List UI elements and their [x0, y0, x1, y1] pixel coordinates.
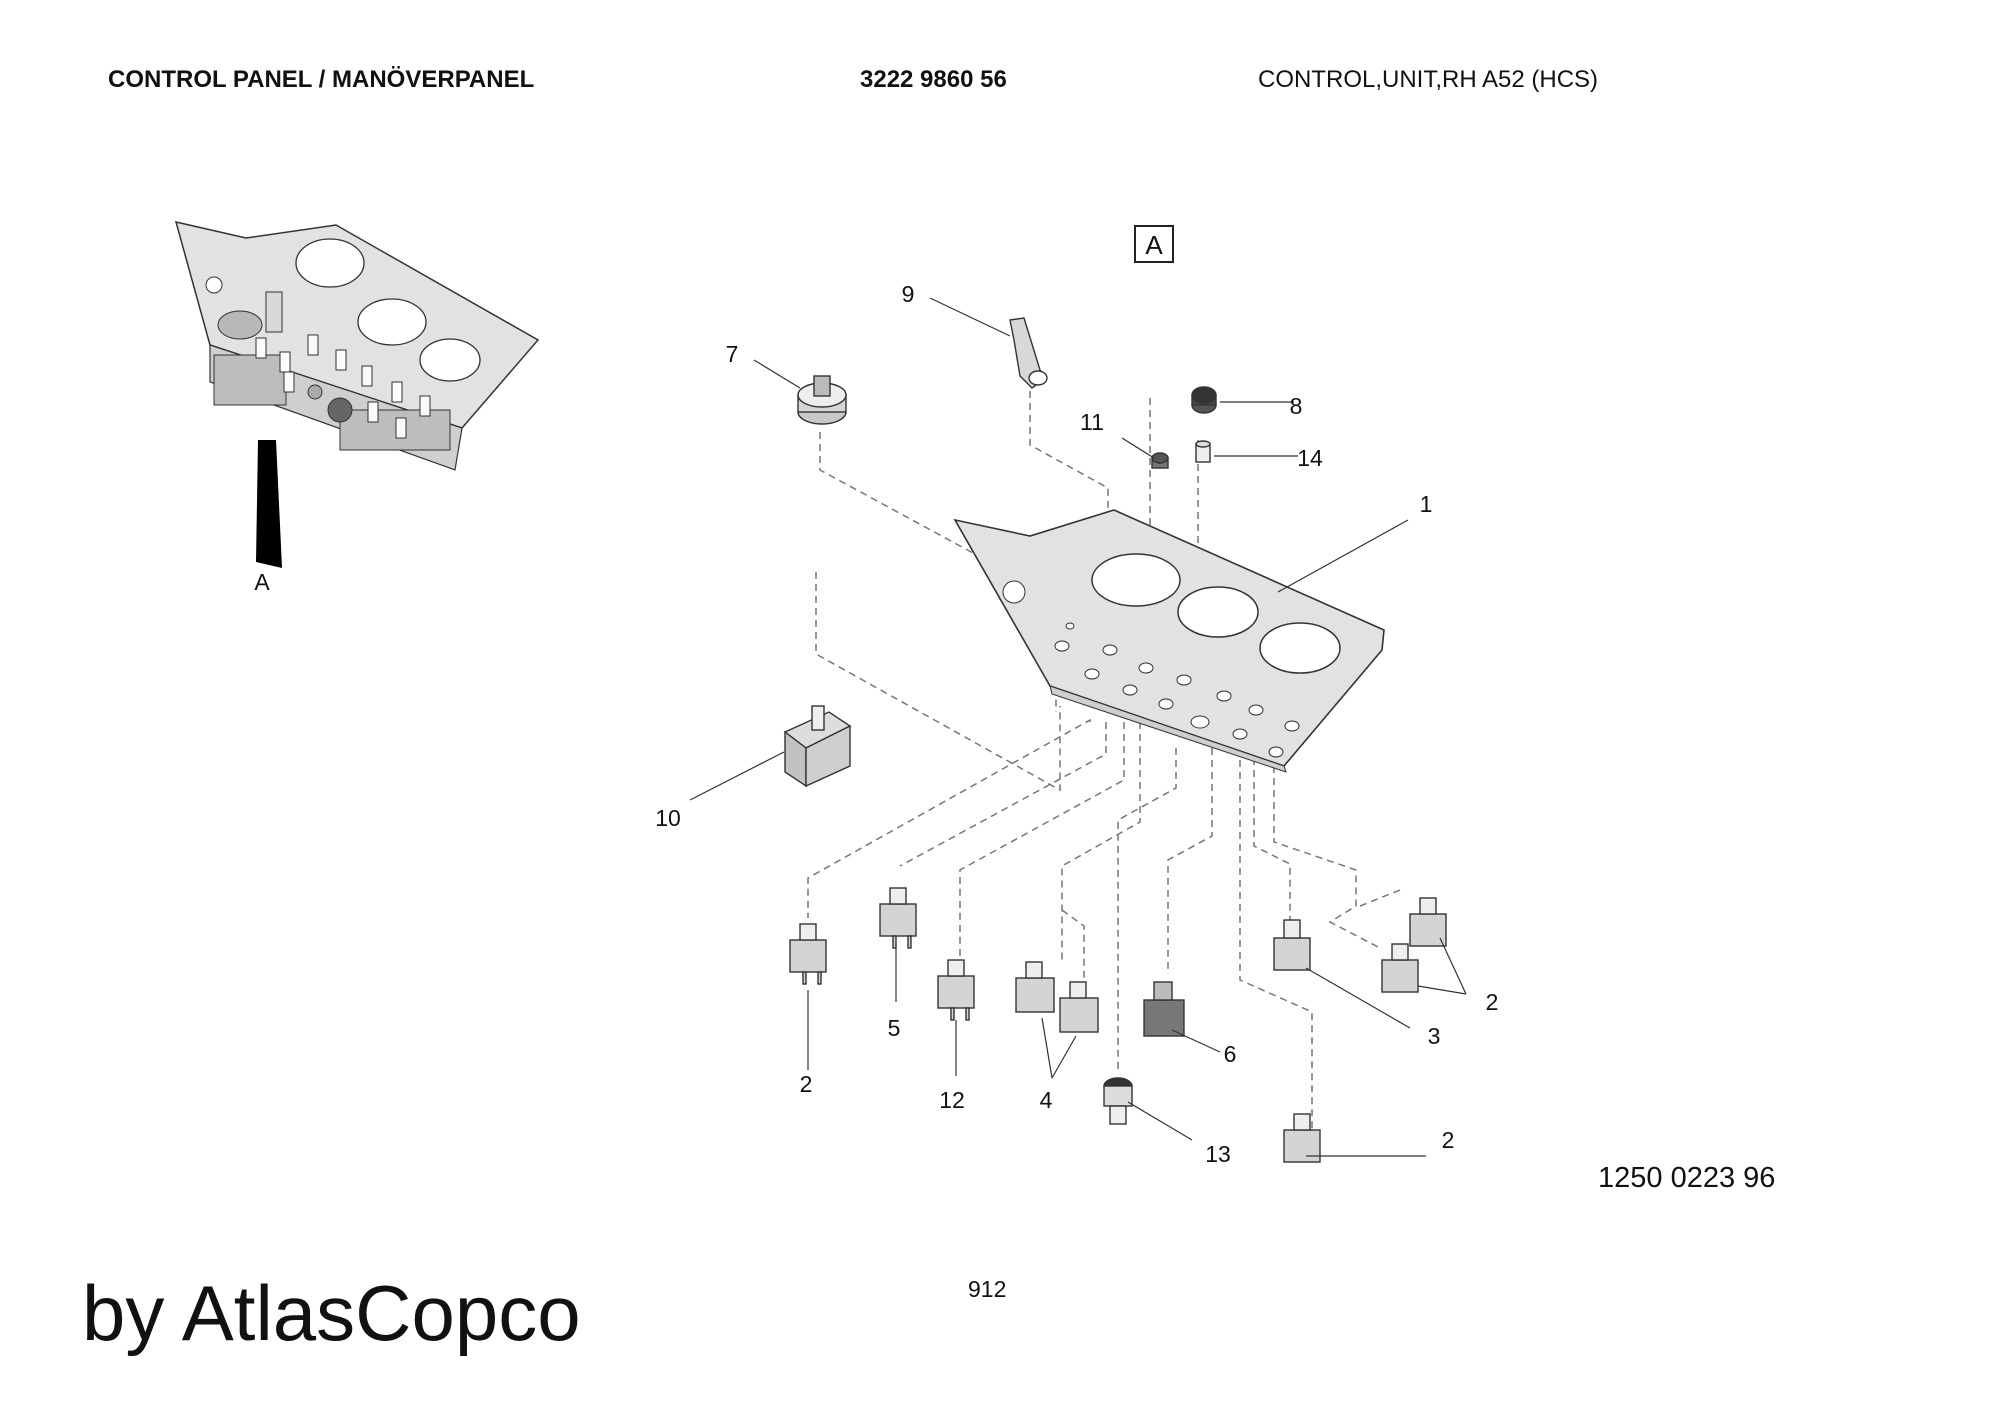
- indicator-lamp: [1103, 1077, 1133, 1125]
- assembly-lines: [807, 355, 1401, 1130]
- callout-6: 6: [1224, 1041, 1237, 1067]
- detail-marker-label: A: [1145, 230, 1163, 260]
- spacer-sleeve: [1195, 440, 1211, 463]
- callout-7: 7: [726, 341, 739, 367]
- callout-10: 10: [655, 805, 681, 831]
- part-number: 3222 9860 56: [860, 66, 1007, 93]
- overview-view-label: A: [254, 569, 270, 595]
- brand-watermark: by AtlasCopco: [82, 1269, 581, 1357]
- page-title: CONTROL PANEL / MANÖVERPANEL: [108, 66, 535, 93]
- callout-2-bottom: 2: [1442, 1127, 1455, 1153]
- leader-lines: [689, 297, 1467, 1157]
- small-cap: [1151, 452, 1169, 469]
- relay-box: [783, 705, 852, 788]
- callout-2-left: 2: [800, 1071, 813, 1097]
- detail-marker-box: [1134, 225, 1174, 263]
- callout-4: 4: [1040, 1087, 1053, 1113]
- drawing-number: 1250 0223 96: [1598, 1162, 1776, 1194]
- toggle-switches: [789, 887, 1447, 1163]
- callout-2-right: 2: [1486, 989, 1499, 1015]
- callout-8: 8: [1290, 393, 1303, 419]
- callout-3: 3: [1428, 1023, 1441, 1049]
- callout-12: 12: [939, 1087, 965, 1113]
- callout-9: 9: [902, 281, 915, 307]
- callout-14: 14: [1297, 445, 1323, 471]
- dark-cap: [1191, 386, 1217, 414]
- rotary-knob: [797, 375, 847, 425]
- callout-1: 1: [1420, 491, 1433, 517]
- main-panel: [953, 509, 1385, 773]
- overview-panel: [174, 220, 540, 568]
- part-description: CONTROL,UNIT,RH A52 (HCS): [1258, 66, 1599, 93]
- page-number: 912: [968, 1276, 1007, 1302]
- lever-guard: [1009, 317, 1048, 389]
- callout-13: 13: [1205, 1141, 1231, 1167]
- callout-5: 5: [888, 1015, 901, 1041]
- callout-11: 11: [1080, 409, 1104, 435]
